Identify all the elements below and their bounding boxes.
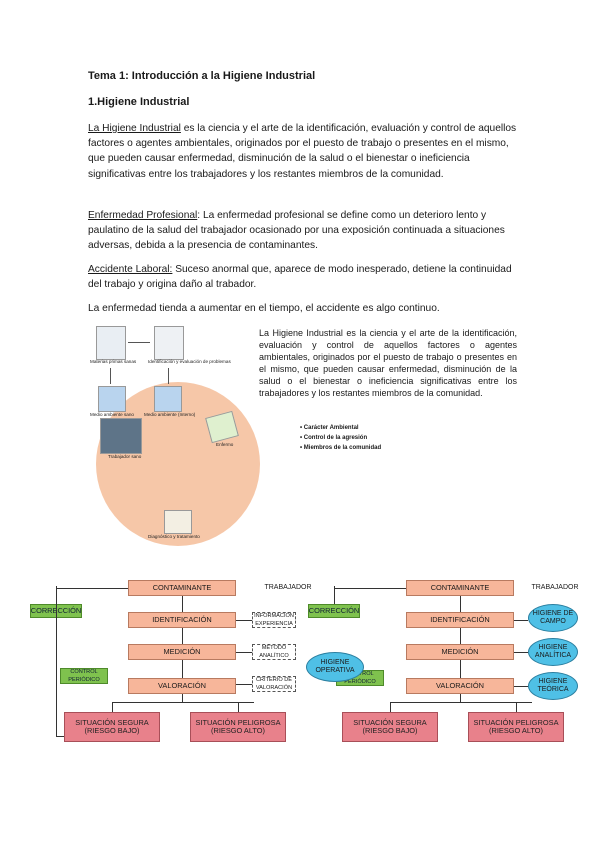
bullet-item: Carácter Ambiental <box>300 423 381 433</box>
box-contaminante: CONTAMINANTE <box>406 580 514 596</box>
connector <box>238 702 239 712</box>
box-medicion: MEDICIÓN <box>128 644 236 660</box>
paragraph-definition: La Higiene Industrial es la ciencia y el… <box>88 121 518 182</box>
box-valoracion: VALORACIÓN <box>406 678 514 694</box>
accidente-text: Suceso anormal que, aparece de modo ines… <box>88 264 512 291</box>
worker-picture <box>100 418 142 454</box>
connector <box>182 694 183 702</box>
box-situacion-segura: SITUACIÓN SEGURA (RIESGO BAJO) <box>342 712 438 742</box>
connector <box>112 702 113 712</box>
arrow-up-left <box>110 368 111 384</box>
definition-text: es la ciencia y el arte de la identifica… <box>88 123 517 180</box>
connector <box>236 620 252 621</box>
bullet-item: Control de la agresión <box>300 433 381 443</box>
box-correccion: CORRECCIÓN <box>308 604 360 618</box>
cycle-illustration: Materias primas sanas Identificación y e… <box>86 322 260 546</box>
term-accidente-laboral: Accidente Laboral: <box>88 264 173 275</box>
connector <box>236 684 252 685</box>
box-criterio: CRITERIO DE VALORACIÓN <box>252 676 296 692</box>
paragraph-comparison: La enfermedad tienda a aumentar en el ti… <box>88 303 440 314</box>
connector <box>182 628 183 644</box>
factory-picture-a <box>98 386 126 412</box>
connector <box>514 652 528 653</box>
paragraph-accidente: Accidente Laboral: Suceso anormal que, a… <box>88 262 518 292</box>
label-trabajador-sano: Trabajador sano <box>108 454 142 459</box>
connector <box>182 596 183 612</box>
oval-higiene-analitica: HIGIENE ANALÍTICA <box>528 638 578 666</box>
oval-higiene-campo: HIGIENE DE CAMPO <box>528 604 578 632</box>
box-contaminante: CONTAMINANTE <box>128 580 236 596</box>
connector <box>514 620 528 621</box>
inspector-picture <box>154 326 184 360</box>
enfermedad-text: : La enfermedad profesional se define co… <box>88 210 505 252</box>
box-metodo: MÉTODO ANALÍTICO <box>252 644 296 660</box>
bullet-list: Carácter Ambiental Control de la agresió… <box>300 423 381 453</box>
term-higiene-industrial: La Higiene Industrial <box>88 123 181 134</box>
oval-higiene-operativa: HIGIENE OPERATIVA <box>306 652 364 682</box>
raw-materials-picture <box>96 326 126 360</box>
connector <box>182 660 183 678</box>
arrow-left <box>128 342 150 343</box>
bullet-item: Miembros de la comunidad <box>300 443 381 453</box>
label-trabajador: TRABAJADOR <box>264 584 312 591</box>
label-medio-sano: Medio ambiente sano <box>90 412 134 417</box>
connector <box>514 686 528 687</box>
box-situacion-peligrosa: SITUACIÓN PELIGROSA (RIESGO ALTO) <box>190 712 286 742</box>
oval-higiene-teorica: HIGIENE TEÓRICA <box>528 672 578 700</box>
box-informacion: INFORMACIÓN EXPERIENCIA <box>252 612 296 628</box>
term-enfermedad-profesional: Enfermedad Profesional <box>88 210 198 221</box>
label-materias-primas: Materias primas sanas <box>90 359 137 364</box>
arrow-up-right <box>168 368 169 384</box>
box-situacion-peligrosa: SITUACIÓN PELIGROSA (RIESGO ALTO) <box>468 712 564 742</box>
box-identificacion: IDENTIFICACIÓN <box>406 612 514 628</box>
connector <box>460 628 461 644</box>
side-definition: La Higiene Industrial es la ciencia y el… <box>259 328 517 398</box>
factory-picture-b <box>154 386 182 412</box>
connector <box>516 702 517 712</box>
connector <box>56 588 128 589</box>
connector <box>334 588 406 589</box>
connector <box>236 652 252 653</box>
connector <box>390 702 532 703</box>
paragraph-enfermedad: Enfermedad Profesional: La enfermedad pr… <box>88 208 518 254</box>
box-identificacion: IDENTIFICACIÓN <box>128 612 236 628</box>
section-heading: 1.Higiene Industrial <box>88 96 190 108</box>
flow-chart-right: CONTAMINANTE TRABAJADOR IDENTIFICACIÓN M… <box>306 570 579 755</box>
document-title: Tema 1: Introducción a la Higiene Indust… <box>88 70 316 82</box>
label-identificacion: Identificación y evaluación de problemas <box>148 359 231 364</box>
connector <box>112 702 254 703</box>
connector <box>460 694 461 702</box>
connector <box>334 586 335 604</box>
connector <box>56 736 64 737</box>
label-diagnostico: Diagnóstico y tratamiento <box>148 534 200 539</box>
flow-chart-left: CONTAMINANTE TRABAJADOR IDENTIFICACIÓN M… <box>30 570 312 755</box>
box-situacion-segura: SITUACIÓN SEGURA (RIESGO BAJO) <box>64 712 160 742</box>
doctor-picture <box>164 510 192 534</box>
box-control-periodico: CONTROL PERIÓDICO <box>60 668 108 684</box>
connector <box>460 596 461 612</box>
connector <box>56 586 57 736</box>
label-trabajador: TRABAJADOR <box>531 584 579 591</box>
box-medicion: MEDICIÓN <box>406 644 514 660</box>
label-enfermo: Enfermo <box>216 442 234 447</box>
connector <box>390 702 391 712</box>
connector <box>460 660 461 678</box>
label-medio-interno: Medio ambiente (Interno) <box>144 412 196 417</box>
box-valoracion: VALORACIÓN <box>128 678 236 694</box>
